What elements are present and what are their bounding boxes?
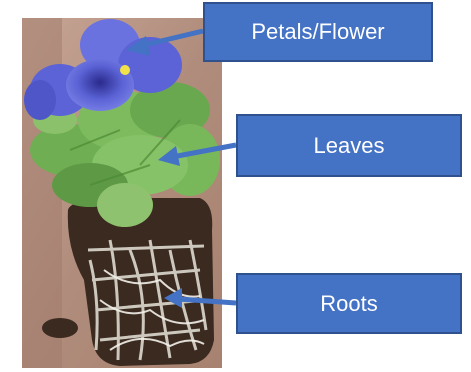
- plant-photo: [22, 18, 222, 368]
- label-petals-flower-text: Petals/Flower: [251, 19, 384, 45]
- soil-clump: [42, 318, 78, 338]
- label-leaves: Leaves: [236, 114, 462, 177]
- label-roots-text: Roots: [320, 291, 377, 317]
- label-petals-flower: Petals/Flower: [203, 2, 433, 62]
- label-leaves-text: Leaves: [314, 133, 385, 159]
- label-roots: Roots: [236, 273, 462, 334]
